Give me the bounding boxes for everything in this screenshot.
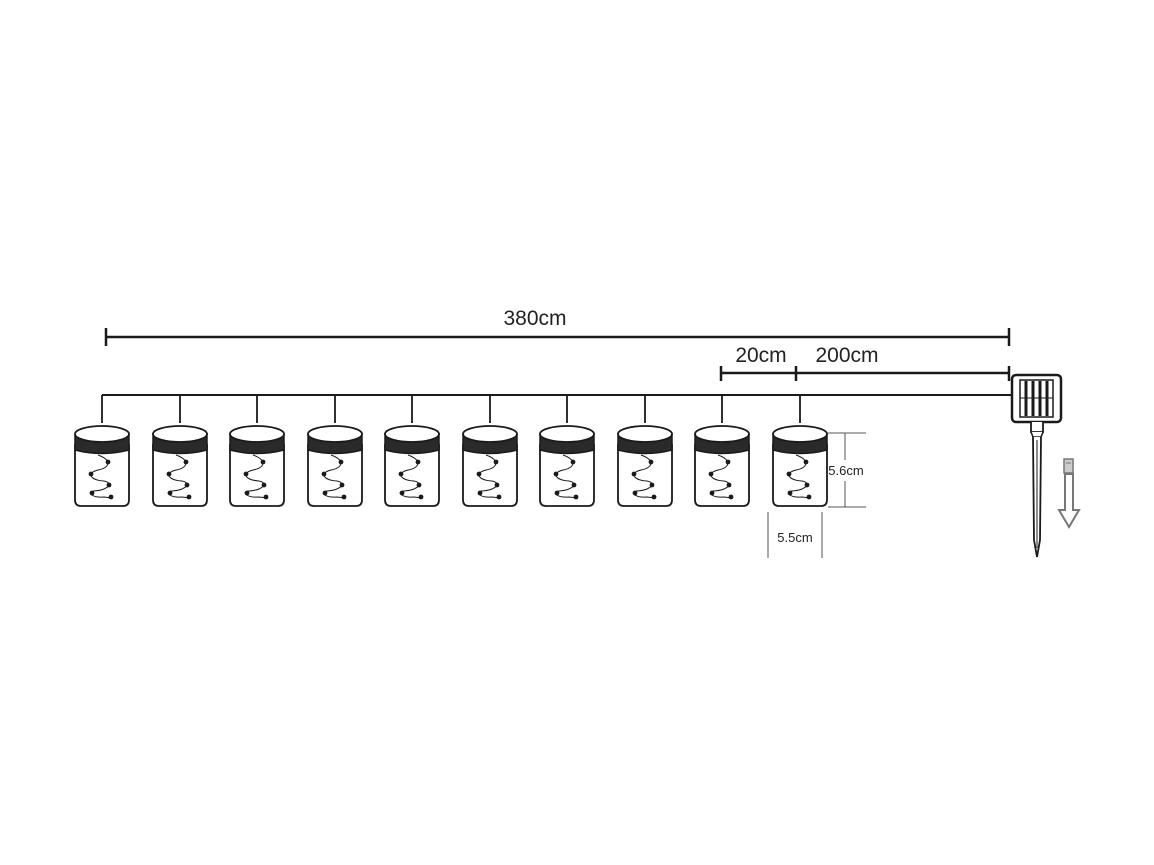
- led-bead: [806, 494, 812, 500]
- led-bead: [398, 471, 404, 477]
- lantern: [384, 395, 440, 507]
- led-bead: [570, 459, 576, 465]
- led-bead: [709, 490, 715, 496]
- led-bead: [167, 490, 173, 496]
- led-bead: [105, 459, 111, 465]
- led-bead: [183, 459, 189, 465]
- led-bead: [260, 459, 266, 465]
- arrow-down-icon: [1057, 458, 1081, 529]
- lantern-width-dimension: 5.5cm: [767, 512, 823, 558]
- led-bead: [725, 459, 731, 465]
- led-bead: [418, 494, 424, 500]
- led-bead: [803, 459, 809, 465]
- led-bead: [477, 490, 483, 496]
- led-bead: [261, 482, 267, 488]
- led-bead: [571, 482, 577, 488]
- led-bead: [415, 459, 421, 465]
- led-bead: [106, 482, 112, 488]
- led-bead: [184, 482, 190, 488]
- led-bead: [553, 471, 559, 477]
- led-bead: [399, 490, 405, 496]
- led-bead: [338, 459, 344, 465]
- led-bead: [651, 494, 657, 500]
- lead-cable-label: 200cm: [815, 344, 878, 367]
- led-bead: [554, 490, 560, 496]
- led-bead: [708, 471, 714, 477]
- led-bead: [496, 494, 502, 500]
- lantern: [694, 395, 750, 507]
- lantern-string: [74, 395, 828, 507]
- led-bead: [322, 490, 328, 496]
- led-bead: [243, 471, 249, 477]
- led-bead: [416, 482, 422, 488]
- led-bead: [321, 471, 327, 477]
- lantern: [772, 395, 828, 507]
- led-bead: [341, 494, 347, 500]
- lantern-spacing-label: 20cm: [735, 344, 786, 367]
- led-bead: [632, 490, 638, 496]
- led-bead: [263, 494, 269, 500]
- solar-panel-icon: [1010, 373, 1063, 424]
- lantern-spacing-dimension: 20cm: [719, 344, 798, 381]
- led-bead: [631, 471, 637, 477]
- lantern: [462, 395, 518, 507]
- lantern: [74, 395, 130, 507]
- led-bead: [494, 482, 500, 488]
- lantern: [617, 395, 673, 507]
- lantern: [307, 395, 363, 507]
- ground-stake-icon: [1030, 422, 1044, 558]
- lantern: [152, 395, 208, 507]
- led-bead: [89, 490, 95, 496]
- lantern: [539, 395, 595, 507]
- led-bead: [339, 482, 345, 488]
- led-bead: [804, 482, 810, 488]
- lantern-height-label: 5.6cm: [828, 463, 863, 478]
- led-bead: [476, 471, 482, 477]
- lantern-width-label: 5.5cm: [777, 530, 812, 545]
- total-length-dimension: 380cm: [104, 307, 1011, 346]
- led-bead: [786, 471, 792, 477]
- led-bead: [728, 494, 734, 500]
- led-bead: [244, 490, 250, 496]
- led-bead: [108, 494, 114, 500]
- led-bead: [166, 471, 172, 477]
- total-length-label: 380cm: [503, 307, 566, 330]
- led-bead: [649, 482, 655, 488]
- lantern: [229, 395, 285, 507]
- lantern-height-dimension: 5.6cm: [828, 432, 866, 508]
- led-bead: [787, 490, 793, 496]
- led-bead: [186, 494, 192, 500]
- led-bead: [648, 459, 654, 465]
- led-bead: [493, 459, 499, 465]
- lead-cable-dimension: 200cm: [796, 344, 1011, 381]
- led-bead: [573, 494, 579, 500]
- led-bead: [88, 471, 94, 477]
- led-bead: [726, 482, 732, 488]
